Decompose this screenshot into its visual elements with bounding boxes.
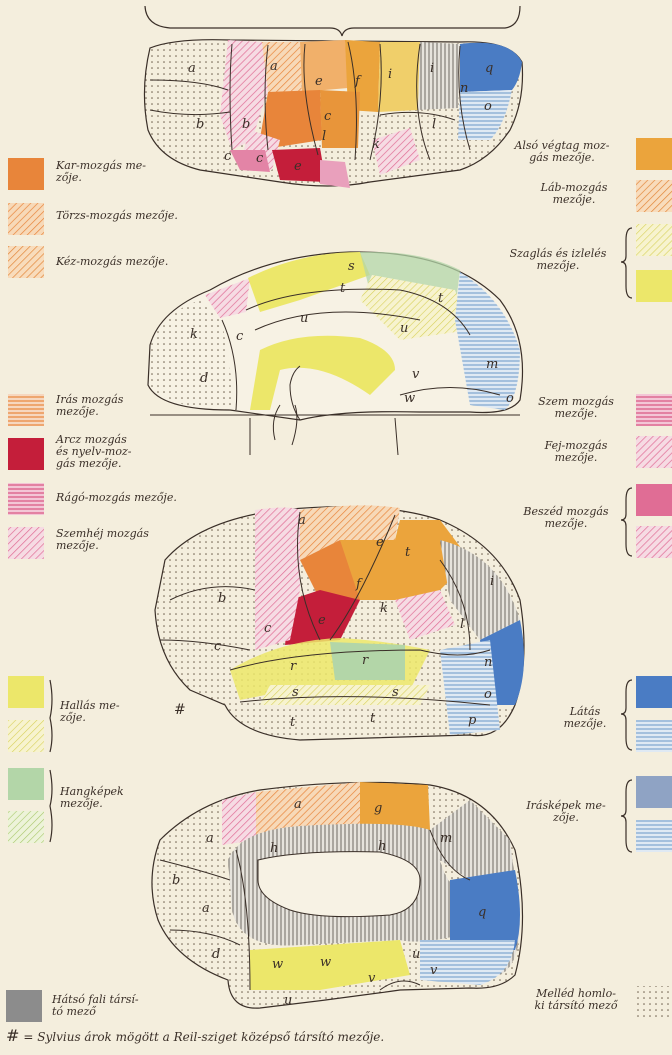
svg-text:w: w [320,955,331,970]
svg-text:c: c [256,151,264,166]
svg-text:q: q [478,905,486,920]
svg-text:c: c [236,329,244,344]
legend-label-kar: Kar-mozgás me- zője. [56,160,176,184]
svg-text:b: b [242,117,250,132]
legend-label-szem: Szem mozgás mezője. [522,396,630,420]
svg-text:s: s [392,685,399,700]
svg-text:e: e [318,613,326,628]
svg-text:o: o [506,391,514,406]
svg-text:v: v [430,963,438,978]
legend-label-beszed: Beszéd mozgás mezője. [508,506,624,530]
svg-text:u: u [284,993,292,1008]
svg-text:h: h [378,839,386,854]
svg-text:m: m [440,831,452,846]
svg-text:q: q [485,61,493,76]
svg-text:d: d [200,371,208,386]
legend-label-lab: Láb-mozgás mezője. [520,182,628,206]
svg-text:h: h [270,841,278,856]
svg-text:s: s [348,259,355,274]
svg-text:e: e [315,74,323,89]
legend-label-mellod: Melléd homlo- ki társító mező [520,988,632,1012]
footnote-mark: # [6,1026,19,1045]
svg-text:g: g [374,801,382,816]
svg-text:o: o [484,687,492,702]
svg-text:k: k [380,601,388,616]
svg-text:k: k [190,327,198,342]
svg-text:a: a [298,513,306,528]
svg-text:a: a [188,61,196,76]
legend-label-rago: Rágó-mozgás mezője. [56,492,226,504]
legend-label-kez: Kéz-mozgás mezője. [56,256,226,268]
hash-mark: # [174,702,186,718]
legend-label-szaglas: Szaglás és izlelés mezője. [494,248,622,272]
svg-text:i: i [430,61,434,76]
legend-label-arcz: Arcz mozgás és nyelv-moz- gás mezője. [56,434,166,470]
svg-text:b: b [196,117,204,132]
svg-text:c: c [224,149,232,164]
svg-text:a: a [270,59,278,74]
svg-text:o: o [484,99,492,114]
svg-text:l: l [322,129,326,144]
svg-text:c: c [214,639,222,654]
svg-text:a: a [202,901,210,916]
svg-text:i: i [388,67,392,82]
svg-text:b: b [172,873,180,888]
legend-label-torzs: Törzs-mozgás mezője. [56,210,226,222]
svg-text:t: t [290,715,296,730]
svg-text:a: a [206,831,214,846]
svg-text:w: w [404,391,415,406]
legend-label-iras: Irás mozgás mezője. [56,394,166,418]
svg-text:s: s [292,685,299,700]
left-legend-swatches [6,158,44,1022]
legend-label-hallas: Hallás me- zője. [60,700,160,724]
brain-lateral-view: aet bfk lce icr rns sot tp # [155,505,524,740]
svg-text:m: m [486,357,498,372]
svg-text:t: t [438,291,444,306]
legend-label-latas: Látás mezője. [548,706,622,730]
svg-text:e: e [376,535,384,550]
svg-text:c: c [324,109,332,124]
svg-text:t: t [370,711,376,726]
legend-label-hatso-fali: Hátsó fali társí- tó mező [52,994,172,1018]
svg-text:i: i [490,574,494,589]
brain-top-view: aae fii qbb clk lno cce [144,40,522,188]
legend-label-szemhej: Szemhéj mozgás mezője. [56,528,176,552]
svg-text:r: r [290,659,297,674]
svg-text:k: k [372,137,380,152]
right-legend-swatches [636,138,672,1018]
svg-text:c: c [264,621,272,636]
brain-inner-view: aag hhm baq dww uvv u [152,782,523,1008]
svg-text:v: v [368,971,376,986]
svg-text:t: t [405,545,411,560]
svg-text:w: w [272,957,283,972]
svg-text:t: t [340,281,346,296]
svg-text:u: u [412,947,420,962]
svg-text:b: b [218,591,226,606]
svg-text:d: d [212,947,220,962]
svg-text:e: e [294,159,302,174]
svg-text:l: l [460,617,464,632]
svg-text:n: n [460,81,468,96]
svg-text:n: n [484,655,492,670]
legend-label-also-vegtag: Alsó végtag moz- gás mezője. [496,140,628,164]
svg-text:a: a [294,797,302,812]
legend-label-fej: Fej-mozgás mezője. [522,440,630,464]
legend-label-hangkepek: Hangképek mezője. [60,786,160,810]
svg-text:p: p [468,713,477,728]
legend-label-iraskepek: Irásképek me- zője. [510,800,622,824]
footnote-text: = Sylvius árok mögött a Reil-sziget közé… [23,1030,384,1044]
top-bracket [145,6,520,36]
svg-text:u: u [300,311,308,326]
brain-medial-view: stt uuk cdv wmo [148,252,523,455]
svg-text:u: u [400,321,408,336]
svg-text:v: v [412,367,420,382]
svg-text:l: l [432,117,436,132]
footnote: # = Sylvius árok mögött a Reil-sziget köz… [6,1026,384,1045]
svg-text:r: r [362,653,369,668]
